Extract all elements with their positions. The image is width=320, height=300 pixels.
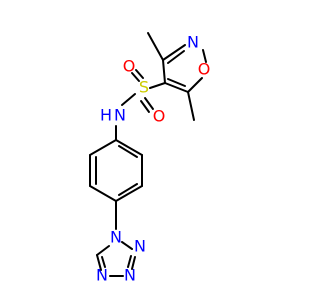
nh-amide-n-label: N [114,106,126,125]
bond-tetrazole-n3-n2 [131,256,136,270]
bond-benzene-1 [115,139,143,156]
molecule-svg: N O S O O N H N N N N [89,32,211,285]
o-sulfonyl-top-label: O [123,57,136,76]
tetrazole-n1-label: N [110,228,122,247]
bond-c3-n [162,44,186,61]
bond-benzene-inner-1 [118,145,138,158]
bond-benzene-4 [89,185,117,202]
bond-tetrazole-c5-n4 [96,254,102,271]
bond-benzene-inner-2 [118,183,138,196]
bond-benzene-6 [89,139,117,156]
bond-c5-c4 [164,82,189,93]
n-isoxazole-label: N [187,33,199,52]
s-label: S [139,78,149,97]
o-isoxazole-label: O [198,60,211,79]
bond-n-o [202,49,207,63]
bond-c4-c3 [162,59,166,84]
tetrazole-n4-label: N [96,266,108,285]
bond-methyl-top [147,32,164,61]
bond-o-c5 [187,77,203,93]
nh-amide-h-label: H [100,106,112,125]
bond-c3-n-inner [167,50,185,64]
bond-s-o-bottom [144,97,154,110]
bond-tetrazole-n2-n1 [121,241,133,250]
tetrazole-n2-label: N [134,237,146,256]
bond-s-o-top-double [131,72,140,82]
bond-tetrazole-c5-n4-double [101,256,106,268]
bond-tetrazole-n1-c5 [96,245,110,256]
tetrazole-n3-label: N [124,266,136,285]
bond-c4-s [149,82,166,89]
molecule-structure-diagram: N O S O O N H N N N N [89,32,211,285]
o-sulfonyl-bottom-label: O [153,107,166,126]
bond-benzene-3 [115,185,143,202]
bond-s-o-top [135,69,144,79]
bond-s-nh [121,93,136,106]
bond-s-o-bottom-double [140,100,150,113]
bond-tetrazole-n3-n2-double [127,255,132,268]
bond-methyl-right [187,91,195,121]
bond-c5-c4-inner [167,78,186,87]
